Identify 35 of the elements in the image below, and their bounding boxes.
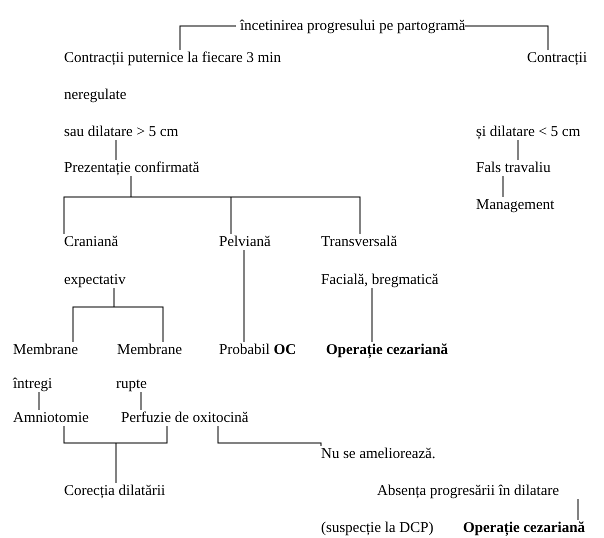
flow-text: Membrane [117,341,182,359]
flow-text: Craniană [64,233,118,251]
flow-text: Operație cezariană [326,341,448,359]
flow-text: Contracții puternice la fiecare 3 min [64,49,281,67]
flow-text: Fals travaliu [476,159,551,177]
flow-text: întregi [13,375,52,393]
flow-text: Prezentație confirmată [64,159,200,177]
flow-text: Pelviană [219,233,271,251]
connector-line [38,392,40,410]
connector-line [130,176,360,234]
flow-text: Amniotomie [13,409,89,427]
flow-text: Operație cezariană [463,519,586,537]
flow-text: rupte [116,375,147,393]
flow-text: Facială, bregmatică [321,271,438,289]
flow-text: Perfuzie de oxitocină [121,409,248,427]
flow-text: Membrane [13,341,78,359]
flow-text: expectativ [64,271,126,289]
connector-line [180,26,236,50]
flow-text: Absența progresării în dilatare [377,482,560,500]
note-text: (suspecție la DCP) [321,519,434,537]
flow-text: Nu se ameliorează. [321,445,436,463]
connector-line [218,426,322,446]
flow-text: Transversală [321,233,398,251]
flow-text: Probabil OC [219,341,296,359]
flow-text: încetinirea progresului pe partogramă [240,17,466,35]
connector-line [116,426,168,484]
connector-line [502,176,504,198]
flow-text: Contracții [527,49,587,67]
flow-text: neregulate [64,86,126,104]
connector-line [140,392,142,410]
flow-text: și dilatare < 5 cm [476,123,580,141]
connector-line [464,26,548,50]
flow-text: Corecția dilatării [64,482,166,500]
flow-text: sau dilatare > 5 cm [64,123,178,141]
flow-text: Management [476,196,554,214]
